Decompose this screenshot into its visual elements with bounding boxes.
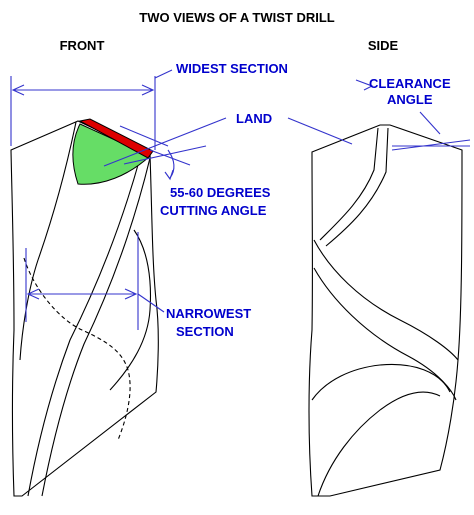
annotation-lines — [10, 69, 471, 330]
diagram-title: TWO VIEWS OF A TWIST DRILL — [139, 10, 335, 25]
clearance-line-a — [391, 139, 471, 151]
narrowest-leader — [137, 293, 165, 313]
front-hidden-helix — [23, 257, 131, 441]
narrowest-arrow-right — [124, 288, 138, 300]
land-leader-side — [287, 117, 353, 145]
label-cutting-line1: 55-60 DEGREES — [170, 185, 271, 200]
label-narrowest-line1: NARROWEST — [166, 306, 251, 321]
side-drill-body — [308, 124, 463, 497]
clearance-arrow-top — [355, 79, 374, 91]
cutting-angle-arrowhead — [164, 169, 174, 181]
label-narrowest-line2: SECTION — [176, 324, 234, 339]
label-widest-section: WIDEST SECTION — [176, 61, 288, 76]
front-land-strip-right — [41, 157, 151, 497]
side-land-groove-left — [319, 127, 379, 241]
side-helix-edge-4 — [317, 391, 441, 497]
front-flute-left-edge — [19, 121, 77, 361]
lip-face-green — [72, 123, 151, 185]
cutting-angle-line-1 — [119, 125, 169, 147]
label-clearance-line1: CLEARANCE — [369, 76, 451, 91]
narrowest-arrow-left — [26, 288, 40, 300]
front-drill-body — [10, 120, 159, 497]
label-cutting-line2: CUTTING ANGLE — [160, 203, 267, 218]
cutting-angle-line-2 — [123, 145, 207, 165]
side-helix-edge-1 — [313, 239, 459, 361]
side-drill-outline — [308, 124, 463, 497]
front-drill-outline — [10, 120, 159, 497]
front-view-heading: FRONT — [60, 38, 105, 53]
side-helix-edge-3 — [311, 363, 451, 401]
land-leader-front — [103, 117, 227, 167]
label-clearance-line2: ANGLE — [387, 92, 433, 107]
clearance-leader — [419, 111, 441, 135]
side-helix-edge-2 — [313, 267, 457, 401]
label-land: LAND — [236, 111, 272, 126]
cutting-angle-leader — [149, 149, 191, 166]
front-flute-right-edge — [109, 229, 151, 391]
side-view-heading: SIDE — [368, 38, 399, 53]
side-land-groove-right — [325, 127, 389, 247]
widest-arrow-right — [141, 84, 155, 96]
front-land-strip-left — [27, 157, 141, 497]
widest-leader — [154, 69, 173, 79]
widest-arrow-left — [11, 84, 25, 96]
